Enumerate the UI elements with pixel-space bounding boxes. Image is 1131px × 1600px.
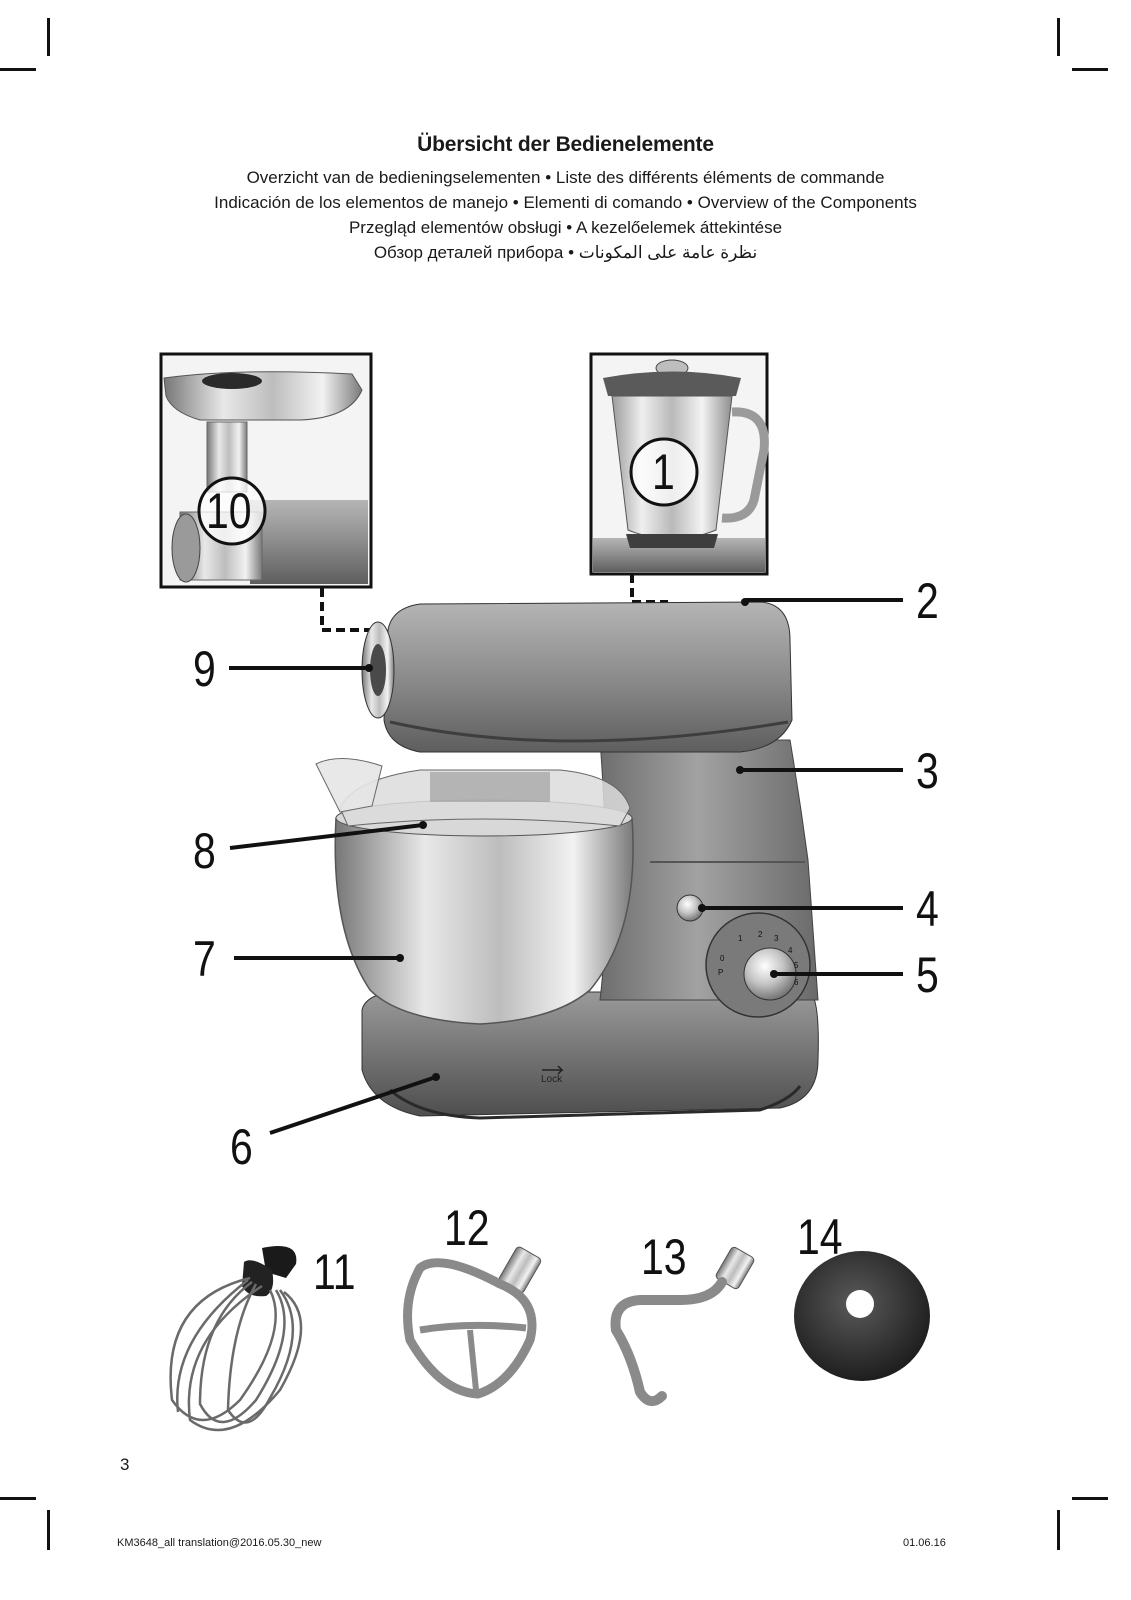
callout-14: 14 — [797, 1209, 843, 1265]
subtitle-line-3: Przegląd elementów obsługi • A kezelőele… — [348, 218, 783, 237]
balloon-whisk — [169, 1246, 303, 1432]
crop-mark-tr-v — [1057, 18, 1060, 56]
dial-mark-0: 0 — [720, 954, 725, 963]
heading-block: Übersicht der Bedienelemente Overzicht v… — [0, 133, 1131, 265]
crop-mark-br-h — [1072, 1497, 1108, 1500]
connector-1 — [630, 574, 668, 604]
callout-10: 10 — [206, 483, 252, 539]
callout-6: 6 — [230, 1119, 253, 1175]
dial-mark-4: 4 — [788, 946, 793, 955]
crop-mark-br-v — [1057, 1510, 1060, 1550]
dial-mark-3: 3 — [774, 934, 779, 943]
callout-1: 1 — [652, 444, 675, 500]
callout-13: 13 — [641, 1229, 687, 1285]
stand-mixer — [315, 598, 819, 1120]
footer-file-name: KM3648_all translation@2016.05.30_new — [117, 1537, 322, 1549]
splash-disc — [794, 1251, 930, 1381]
page-title: Übersicht der Bedienelemente — [417, 133, 714, 156]
callout-9: 9 — [193, 641, 216, 697]
callout-5: 5 — [916, 947, 939, 1003]
crop-mark-bl-h — [0, 1497, 36, 1500]
callout-7: 7 — [193, 931, 216, 987]
leader-lines — [229, 598, 903, 1135]
meat-grinder-inset — [159, 352, 373, 589]
crop-mark-tl-h — [0, 68, 36, 71]
dial-mark-6: 6 — [794, 978, 799, 987]
dial-mark-2: 2 — [758, 930, 763, 939]
callout-2: 2 — [916, 573, 939, 629]
callout-8: 8 — [193, 823, 216, 879]
footer-date: 01.06.16 — [903, 1537, 946, 1549]
dial-mark-5: 5 — [794, 961, 799, 970]
crop-mark-bl-v — [47, 1510, 50, 1550]
crop-mark-tr-h — [1072, 68, 1108, 71]
callout-11: 11 — [313, 1244, 356, 1300]
page-number: 3 — [120, 1455, 130, 1474]
subtitle-line-2: Indicación de los elementos de manejo • … — [214, 193, 917, 212]
callout-12: 12 — [444, 1200, 490, 1256]
subtitle-line-4: Обзор деталей прибора • نظرة عامة على ال… — [373, 243, 758, 262]
dough-hook — [610, 1246, 755, 1407]
crop-mark-tl-v — [47, 18, 50, 56]
lock-label: Lock — [541, 1074, 563, 1085]
blender-inset — [589, 352, 769, 576]
callout-3: 3 — [916, 743, 939, 799]
dial-mark-p: P — [718, 968, 724, 977]
subtitle-line-1: Overzicht van de bedieningselementen • L… — [246, 168, 885, 187]
flat-beater — [403, 1246, 542, 1399]
connector-10 — [320, 588, 374, 632]
speed-dial-marks: P 0 1 2 3 4 5 6 — [712, 928, 808, 998]
dial-mark-1: 1 — [738, 934, 743, 943]
callout-4: 4 — [916, 881, 939, 937]
